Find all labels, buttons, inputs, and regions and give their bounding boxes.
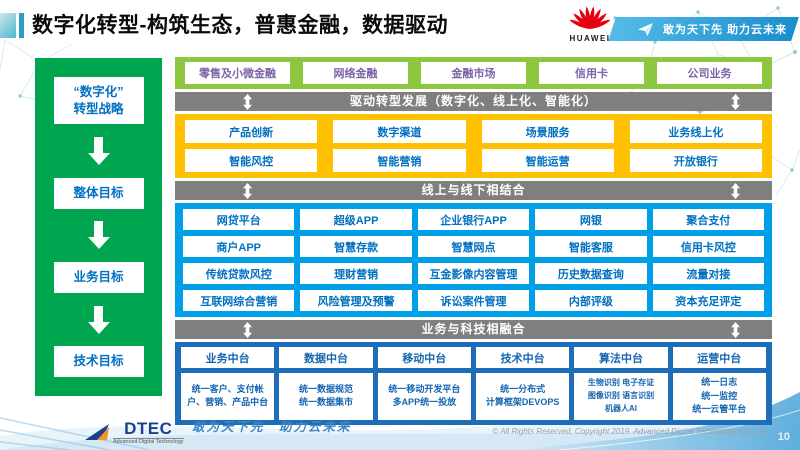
dtec-subtitle: Advanced Digital Technology	[113, 438, 184, 445]
updown-arrow-icon	[243, 93, 252, 110]
ribbon-slogan: 敢为天下先 助力云未来	[663, 24, 788, 36]
title-bullet	[0, 13, 24, 38]
title-bullet-bar	[19, 13, 24, 38]
down-arrow-icon	[87, 137, 110, 166]
slogan-ribbon: 敢为天下先 助力云未来	[608, 17, 799, 41]
platform-block: 业务中台 数据中台 移动中台 技术中台 算法中台 运营中台 统一客户、支付帐户、…	[175, 342, 772, 425]
paper-plane-icon	[638, 22, 653, 36]
huawei-logo: HUAWEI	[566, 3, 614, 43]
business-line-box: 公司业务	[657, 62, 762, 84]
business-line-box: 零售及小微金融	[185, 62, 290, 84]
business-line-box: 金融市场	[421, 62, 526, 84]
system-box: 内部评级	[535, 290, 647, 311]
system-box: 网银	[535, 209, 647, 230]
banner-business-tech-fusion: 业务与科技相融合	[175, 320, 772, 339]
system-box: 网贷平台	[183, 209, 295, 230]
system-box: 历史数据查询	[535, 263, 647, 284]
capability-box: 数字渠道	[333, 120, 466, 143]
system-box: 超级APP	[300, 209, 412, 230]
systems-row: 网贷平台 超级APP 企业银行APP 网银 聚合支付	[183, 209, 765, 230]
updown-arrow-icon	[243, 182, 252, 199]
system-box: 理财营销	[300, 263, 412, 284]
down-arrow-icon	[87, 305, 110, 334]
huawei-flower-icon	[569, 6, 611, 29]
title-bullet-bar	[0, 13, 16, 38]
platform-detail-row: 统一客户、支付帐户、营销、产品中台 统一数据规范 统一数据集市 统一移动开发平台…	[181, 373, 766, 420]
capability-row: 智能风控 智能营销 智能运营 开放银行	[185, 149, 762, 172]
capability-row: 产品创新 数字渠道 场景服务 业务线上化	[185, 120, 762, 143]
capability-box: 智能风控	[185, 149, 318, 172]
updown-arrow-icon	[731, 182, 740, 199]
system-box: 风险管理及预警	[300, 290, 412, 311]
system-box: 聚合支付	[652, 209, 765, 230]
system-box: 智慧网点	[417, 236, 530, 257]
business-line-box: 网络金融	[303, 62, 408, 84]
dtec-wordmark: DTEC	[124, 419, 173, 438]
platform-header: 技术中台	[475, 347, 570, 368]
page-title: 数字化转型-构筑生态，普惠金融，数据驱动	[32, 14, 448, 37]
banner-label: 业务与科技相融合	[421, 322, 526, 336]
system-box: 信用卡风控	[652, 236, 765, 257]
platform-detail: 统一日志 统一监控 统一云管平台	[672, 373, 766, 420]
system-box: 诉讼案件管理	[417, 290, 530, 311]
platform-detail: 统一客户、支付帐户、营销、产品中台	[181, 373, 275, 420]
capability-box: 开放银行	[629, 149, 762, 172]
updown-arrow-icon	[731, 93, 740, 110]
system-box: 互联网综合营销	[183, 290, 295, 311]
dtec-logo: DTEC Advanced Digital Technology	[85, 420, 184, 445]
systems-row: 传统贷款风控 理财营销 互金影像内容管理 历史数据查询 流量对接	[183, 263, 765, 284]
sidebar-item-overall-goal: 整体目标	[53, 177, 144, 209]
platform-detail: 统一分布式 计算框架DEVOPS	[475, 373, 570, 420]
dtec-arrow-icon	[85, 423, 109, 440]
system-box: 智能客服	[535, 236, 647, 257]
business-lines-row: 零售及小微金融 网络金融 金融市场 信用卡 公司业务	[175, 57, 772, 89]
platform-header: 算法中台	[574, 347, 668, 368]
system-box: 互金影像内容管理	[417, 263, 530, 284]
system-box: 流量对接	[652, 263, 765, 284]
copyright-text: © All Rights Reserved. Copyright 2019. A…	[492, 427, 766, 436]
down-arrow-icon	[87, 221, 110, 250]
banner-online-offline: 线上与线下相结合	[175, 181, 772, 200]
capability-box: 智能营销	[333, 149, 466, 172]
updown-arrow-icon	[731, 321, 740, 338]
platform-header-row: 业务中台 数据中台 移动中台 技术中台 算法中台 运营中台	[181, 347, 766, 368]
footer-slogan: 敢为天下先 助力云未来	[192, 420, 352, 434]
capability-box: 场景服务	[481, 120, 614, 143]
capability-block: 产品创新 数字渠道 场景服务 业务线上化 智能风控 智能营销 智能运营 开放银行	[175, 114, 772, 178]
system-box: 资本充足评定	[652, 290, 765, 311]
system-box: 商户APP	[183, 236, 295, 257]
sidebar-item-business-goal: 业务目标	[53, 262, 144, 294]
strategy-sidebar: “数字化” 转型战略 整体目标 业务目标 技术目标	[35, 58, 162, 396]
platform-header: 数据中台	[279, 347, 373, 368]
capability-box: 智能运营	[481, 149, 614, 172]
footer-waves	[0, 392, 800, 450]
sidebar-item-tech-goal: 技术目标	[53, 346, 144, 378]
business-line-box: 信用卡	[539, 62, 644, 84]
capability-box: 产品创新	[185, 120, 318, 143]
systems-row: 商户APP 智慧存款 智慧网点 智能客服 信用卡风控	[183, 236, 765, 257]
sidebar-item-strategy: “数字化” 转型战略	[53, 76, 144, 125]
platform-header: 运营中台	[672, 347, 766, 368]
systems-block: 网贷平台 超级APP 企业银行APP 网银 聚合支付 商户APP 智慧存款 智慧…	[175, 203, 772, 317]
banner-drive-transformation: 驱动转型发展（数字化、线上化、智能化）	[175, 92, 772, 111]
huawei-wordmark: HUAWEI	[569, 34, 611, 43]
updown-arrow-icon	[243, 321, 252, 338]
platform-header: 业务中台	[181, 347, 275, 368]
page-number: 10	[777, 431, 790, 443]
capability-box: 业务线上化	[629, 120, 762, 143]
banner-label: 线上与线下相结合	[421, 183, 526, 197]
system-box: 企业银行APP	[417, 209, 530, 230]
platform-detail: 统一移动开发平台 多APP统一投放	[377, 373, 471, 420]
system-box: 传统贷款风控	[183, 263, 295, 284]
system-box: 智慧存款	[300, 236, 412, 257]
systems-row: 互联网综合营销 风险管理及预警 诉讼案件管理 内部评级 资本充足评定	[183, 290, 765, 311]
platform-header: 移动中台	[377, 347, 471, 368]
platform-detail: 统一数据规范 统一数据集市	[279, 373, 373, 420]
platform-detail: 生物识别 电子存证 图像识别 语言识别 机器人AI	[574, 373, 668, 420]
banner-label: 驱动转型发展（数字化、线上化、智能化）	[349, 94, 597, 108]
main-diagram: 零售及小微金融 网络金融 金融市场 信用卡 公司业务 驱动转型发展（数字化、线上…	[175, 57, 772, 425]
